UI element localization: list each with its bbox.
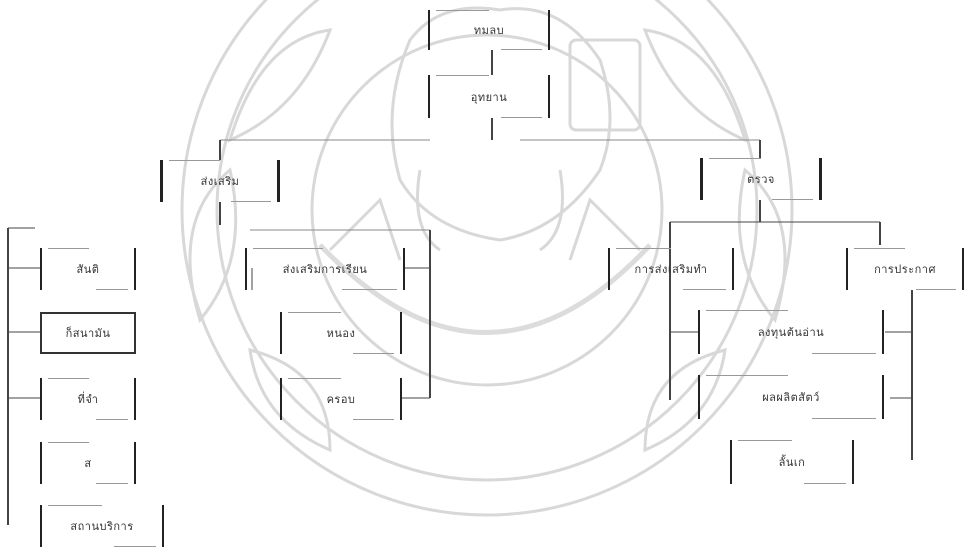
node-right-main: ตรวจ — [700, 158, 822, 200]
node-left-main: ส่งเสริม — [160, 160, 280, 202]
node-left-a: สันติ — [40, 248, 136, 290]
node-right-b: การประกาศ — [846, 248, 964, 290]
node-left-c: ที่จำ — [40, 378, 136, 420]
node-right-e: ลั้นเก — [730, 440, 854, 484]
node-mid-a: ส่งเสริมการเรียน — [245, 248, 405, 290]
node-left-e: สถานบริการ — [40, 505, 164, 547]
node-right-a: การส่งเสริมทำ — [608, 248, 734, 290]
node-mid-b: หนอง — [280, 312, 402, 354]
node-right-c: ลงทุนต้นอ่าน — [698, 310, 884, 354]
node-root-sub: อุทยาน — [428, 75, 550, 118]
node-root: ทมลบ — [428, 10, 550, 50]
node-right-d: ผลผลิตสัตว์ — [698, 375, 884, 419]
node-left-b: ก็สนามัน — [40, 312, 136, 354]
node-mid-c: ครอบ — [280, 378, 402, 420]
node-left-d: ส — [40, 442, 136, 484]
